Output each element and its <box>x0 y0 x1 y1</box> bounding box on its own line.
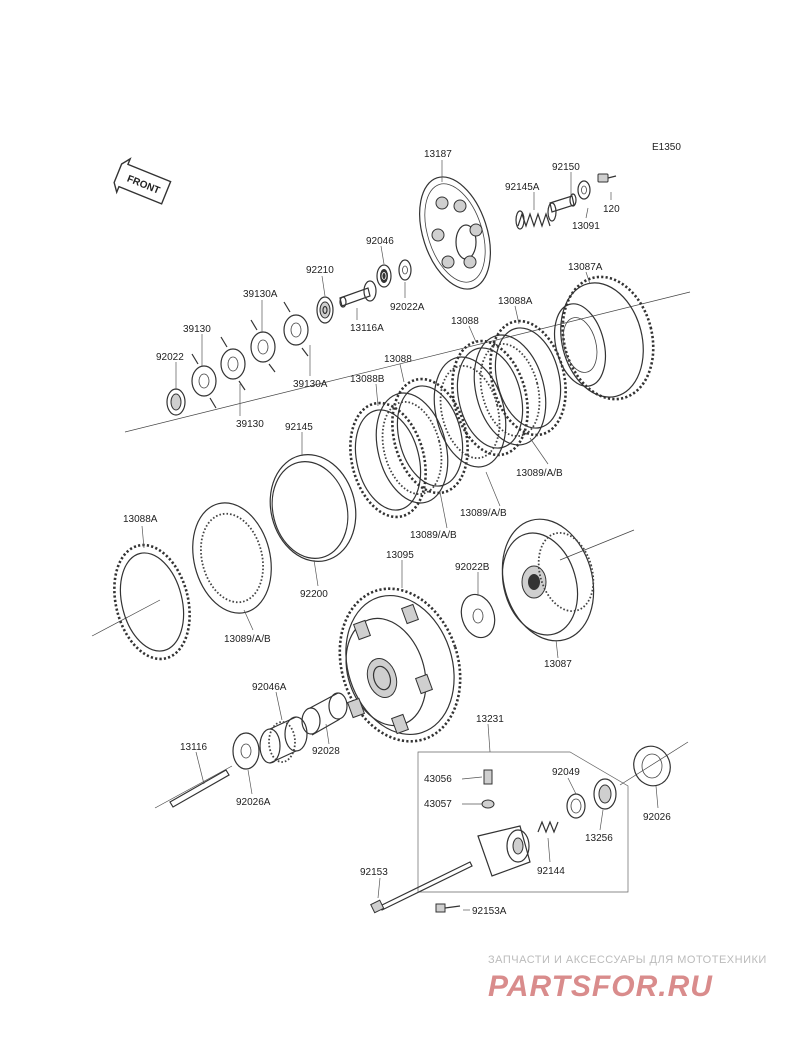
leader-lines <box>141 160 659 911</box>
label-120: 120 <box>603 204 620 215</box>
label-39130-1: 39130 <box>183 324 211 335</box>
label-13116: 13116 <box>180 742 208 753</box>
seat-92022 <box>166 388 186 416</box>
diagram-code: E1350 <box>652 142 681 153</box>
label-39130a-1: 39130A <box>243 289 278 300</box>
needle-bearing-92046a <box>259 716 308 764</box>
watermark-subtitle: ЗАПЧАСТИ И АКСЕССУАРЫ ДЛЯ МОТОТЕХНИКИ <box>488 954 767 966</box>
axis-lines <box>91 291 691 809</box>
label-13231: 13231 <box>476 714 504 725</box>
label-39130a-2: 39130A <box>293 379 328 390</box>
front-arrow-icon: FRONT <box>113 157 172 205</box>
part-labels: E1350 13187 92150 92145A 120 13091 92046… <box>123 142 681 917</box>
watermark-brand: PARTSFOR.RU <box>488 970 713 1003</box>
sleeve-92028 <box>301 692 348 736</box>
cover-gasket-92026 <box>633 745 671 787</box>
steel-plate-13089-4 <box>192 502 272 614</box>
label-92046: 92046 <box>366 236 394 247</box>
label-13088a-top: 13088A <box>498 296 533 307</box>
washer-92022b <box>460 593 496 639</box>
washer-92026a <box>232 732 260 770</box>
label-92200: 92200 <box>300 589 328 600</box>
label-43057: 43057 <box>424 799 452 810</box>
bearing-92046 <box>376 264 392 288</box>
label-13089-3: 13089/A/B <box>410 530 457 541</box>
steel-plate-13089-1 <box>473 334 547 446</box>
label-92026: 92026 <box>643 812 671 823</box>
watermark: ЗАПЧАСТИ И АКСЕССУАРЫ ДЛЯ МОТОТЕХНИКИ PA… <box>488 954 767 1003</box>
label-92046a: 92046A <box>252 682 287 693</box>
label-39130-2: 39130 <box>236 419 264 430</box>
clutch-housing-13087a <box>553 275 655 401</box>
label-92153: 92153 <box>360 867 388 878</box>
bolt-92153a <box>435 903 461 913</box>
label-92022a: 92022A <box>390 302 425 313</box>
pressure-plate-13187 <box>419 176 491 290</box>
bearing-92210 <box>316 296 334 324</box>
label-92210: 92210 <box>306 265 334 276</box>
spring-washer-39130a-2 <box>250 319 276 373</box>
label-92150: 92150 <box>552 162 580 173</box>
label-92145: 92145 <box>285 422 313 433</box>
bleeder-43056 <box>483 769 493 785</box>
pusher-13116a <box>339 280 377 308</box>
label-43056: 43056 <box>424 774 452 785</box>
label-92028: 92028 <box>312 746 340 757</box>
friction-plate-13088b <box>349 401 427 519</box>
clutch-hub-13095 <box>338 587 462 743</box>
friction-plate-13088a-left <box>113 543 191 661</box>
spring-92144 <box>537 820 559 834</box>
label-13089-4: 13089/A/B <box>224 634 271 645</box>
steel-plate-13089-3 <box>375 392 449 504</box>
cap-43057 <box>481 799 495 809</box>
clutch-housing-13087 <box>501 518 595 642</box>
rod-13116 <box>169 769 230 808</box>
friction-plate-13088-1 <box>451 339 529 457</box>
label-92022: 92022 <box>156 352 184 363</box>
label-13089-2: 13089/A/B <box>460 508 507 519</box>
label-92049: 92049 <box>552 767 580 778</box>
washer-92022a <box>398 259 412 281</box>
label-13116a: 13116A <box>350 323 384 334</box>
spring-92145a <box>515 202 557 230</box>
label-92153a: 92153A <box>472 906 507 917</box>
label-13091: 13091 <box>572 221 600 232</box>
label-13088b: 13088B <box>350 374 385 385</box>
spring-washer-39130a-1 <box>283 301 309 357</box>
label-13095: 13095 <box>386 550 414 561</box>
release-assembly-13231 <box>417 751 629 893</box>
bolt-120 <box>597 173 617 183</box>
steel-plate-13089-2 <box>433 356 507 468</box>
label-92022b: 92022B <box>455 562 490 573</box>
label-13087: 13087 <box>544 659 572 670</box>
oil-seal-92049 <box>566 793 586 819</box>
label-92144: 92144 <box>537 866 565 877</box>
label-92026a: 92026A <box>236 797 271 808</box>
bearing-13256 <box>593 778 617 810</box>
label-92145a: 92145A <box>505 182 540 193</box>
friction-plate-13088a-top <box>489 319 567 437</box>
label-13088-1: 13088 <box>451 316 479 327</box>
washer-13091 <box>577 180 591 200</box>
spring-washer-39130-2 <box>191 353 217 409</box>
wire-ring-92145 <box>269 454 357 562</box>
bolt-92150 <box>549 193 577 213</box>
label-13089-1: 13089/A/B <box>516 468 563 479</box>
bolt-92153 <box>370 861 473 914</box>
release-lever <box>477 825 531 877</box>
label-13187: 13187 <box>424 149 452 160</box>
label-13087a: 13087A <box>568 262 603 273</box>
label-13256: 13256 <box>585 833 613 844</box>
spring-washer-39130-1 <box>220 336 246 391</box>
label-13088a-left: 13088A <box>123 514 158 525</box>
friction-plate-13088-2 <box>391 377 469 495</box>
label-13088-2: 13088 <box>384 354 412 365</box>
